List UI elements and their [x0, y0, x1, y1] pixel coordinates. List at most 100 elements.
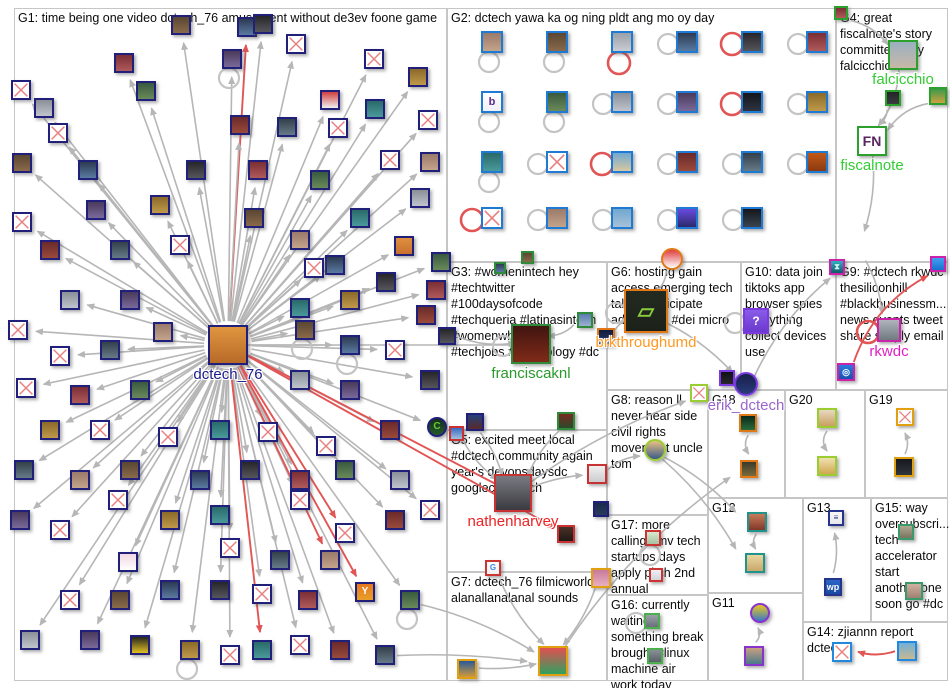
vertex-deleted-g1[interactable]	[8, 320, 28, 340]
vertex-avatar-g7[interactable]: G	[485, 560, 501, 576]
vertex-avatar-g1[interactable]	[171, 15, 191, 35]
vertex-avatar-g1[interactable]	[340, 380, 360, 400]
vertex-avatar-g1[interactable]	[60, 290, 80, 310]
vertex-avatar-g1[interactable]	[310, 170, 330, 190]
vertex-avatar-g1[interactable]	[40, 240, 60, 260]
vertex-avatar-g1[interactable]	[394, 236, 414, 256]
vertex-avatar-g1[interactable]	[298, 590, 318, 610]
vertex-avatar-g1[interactable]	[330, 640, 350, 660]
vertex-avatar-g1[interactable]	[210, 505, 230, 525]
vertex-avatar-g17[interactable]	[649, 568, 663, 582]
vertex-fiscalnote[interactable]: FN	[857, 126, 887, 156]
vertex-avatar-g1[interactable]	[153, 322, 173, 342]
vertex-avatar-g1[interactable]	[410, 188, 430, 208]
vertex-avatar-g1[interactable]	[426, 280, 446, 300]
vertex-avatar-g1[interactable]	[20, 630, 40, 650]
vertex-avatar-g2[interactable]	[676, 151, 698, 173]
vertex-franciscaknl[interactable]	[511, 324, 551, 364]
vertex-avatar-g2[interactable]	[741, 151, 763, 173]
vertex-avatar-g1[interactable]	[290, 298, 310, 318]
vertex-avatar-g6[interactable]	[597, 328, 615, 346]
vertex-avatar-g5[interactable]	[593, 501, 609, 517]
vertex-avatar-g2[interactable]	[546, 207, 568, 229]
vertex-avatar-g1[interactable]	[390, 470, 410, 490]
vertex-avatar-g2[interactable]	[611, 31, 633, 53]
vertex-falcicchio[interactable]	[888, 40, 918, 70]
vertex-deleted-g1[interactable]	[316, 436, 336, 456]
vertex-deleted-g1[interactable]	[385, 340, 405, 360]
vertex-avatar-g1[interactable]	[376, 272, 396, 292]
vertex-deleted-g1[interactable]	[258, 422, 278, 442]
vertex-avatar-g16[interactable]	[647, 648, 663, 664]
vertex-deleted-g1[interactable]	[60, 590, 80, 610]
vertex-deleted-g1[interactable]	[364, 49, 384, 69]
vertex-dctech_76[interactable]	[208, 325, 248, 365]
vertex-avatar-g1[interactable]	[160, 580, 180, 600]
vertex-avatar-g2[interactable]	[611, 91, 633, 113]
vertex-avatar-g1[interactable]	[86, 200, 106, 220]
vertex-avatar-g6[interactable]	[661, 248, 683, 270]
vertex-deleted-g1[interactable]	[220, 645, 240, 665]
vertex-avatar-g5[interactable]	[466, 413, 484, 431]
vertex-avatar-g1[interactable]	[320, 90, 340, 110]
vertex-avatar-g1[interactable]	[253, 14, 273, 34]
vertex-avatar-g2[interactable]	[741, 31, 763, 53]
vertex-deleted-g1[interactable]	[304, 258, 324, 278]
vertex-avatar-g1[interactable]	[385, 510, 405, 530]
vertex-avatar-g3[interactable]	[520, 250, 534, 264]
vertex-avatar-g7[interactable]	[538, 646, 568, 676]
vertex-avatar-g15[interactable]	[898, 524, 914, 540]
vertex-avatar-g1[interactable]	[325, 255, 345, 275]
vertex-avatar-g1[interactable]	[365, 99, 385, 119]
vertex-avatar-g1[interactable]	[290, 230, 310, 250]
vertex-avatar-g1[interactable]	[277, 117, 297, 137]
vertex-avatar-g2[interactable]	[676, 31, 698, 53]
vertex-erik_dctech[interactable]	[734, 372, 758, 396]
vertex-avatar-g1[interactable]	[80, 630, 100, 650]
vertex-avatar-g11[interactable]	[750, 603, 770, 623]
vertex-avatar-g1[interactable]	[12, 153, 32, 173]
vertex-deleted-g19[interactable]	[896, 408, 914, 426]
vertex-avatar-g13[interactable]: wp	[824, 578, 842, 596]
vertex-avatar-g1[interactable]: Y	[355, 582, 375, 602]
vertex-deleted-g1[interactable]	[290, 490, 310, 510]
vertex-avatar-g1[interactable]	[230, 115, 250, 135]
vertex-avatar-g9[interactable]: ◎	[837, 363, 855, 381]
vertex-avatar-g8[interactable]	[644, 439, 666, 461]
vertex-avatar-g1[interactable]	[210, 580, 230, 600]
vertex-avatar-g20[interactable]	[817, 456, 837, 476]
vertex-avatar-g1[interactable]	[408, 67, 428, 87]
vertex-avatar-g15[interactable]	[905, 582, 923, 600]
vertex-avatar-g1[interactable]	[78, 160, 98, 180]
vertex-deleted-g1[interactable]	[328, 118, 348, 138]
vertex-deleted-g1[interactable]	[90, 420, 110, 440]
vertex-brkthroughumd[interactable]: ▱	[624, 289, 668, 333]
vertex-avatar-g1[interactable]	[222, 49, 242, 69]
vertex-avatar-g1[interactable]	[290, 370, 310, 390]
vertex-avatar-g11[interactable]	[744, 646, 764, 666]
vertex-avatar-g2[interactable]	[806, 31, 828, 53]
vertex-avatar-g1[interactable]	[190, 470, 210, 490]
vertex-avatar-g1[interactable]	[186, 160, 206, 180]
vertex-avatar-g5[interactable]	[557, 525, 575, 543]
vertex-deleted-g14[interactable]	[832, 642, 852, 662]
vertex-avatar-g7[interactable]	[457, 659, 477, 679]
vertex-deleted-g1[interactable]	[220, 538, 240, 558]
vertex-avatar-g1[interactable]	[34, 98, 54, 118]
vertex-avatar-g19[interactable]	[894, 457, 914, 477]
vertex-avatar-g12[interactable]	[745, 553, 765, 573]
vertex-avatar-g1[interactable]	[130, 635, 150, 655]
vertex-avatar-g1[interactable]	[118, 552, 138, 572]
vertex-avatar-g1[interactable]	[210, 420, 230, 440]
vertex-deleted-g1[interactable]	[12, 212, 32, 232]
vertex-avatar-g3[interactable]	[438, 327, 456, 345]
vertex-rkwdc[interactable]	[877, 318, 901, 342]
vertex-avatar-g1[interactable]	[375, 645, 395, 665]
vertex-avatar-g2[interactable]	[806, 151, 828, 173]
vertex-avatar-g2[interactable]	[676, 207, 698, 229]
vertex-avatar-g1[interactable]	[270, 550, 290, 570]
vertex-avatar-g1[interactable]	[340, 290, 360, 310]
vertex-deleted-g1[interactable]	[16, 378, 36, 398]
vertex-avatar-g2[interactable]	[741, 207, 763, 229]
vertex-avatar-g2[interactable]	[611, 207, 633, 229]
